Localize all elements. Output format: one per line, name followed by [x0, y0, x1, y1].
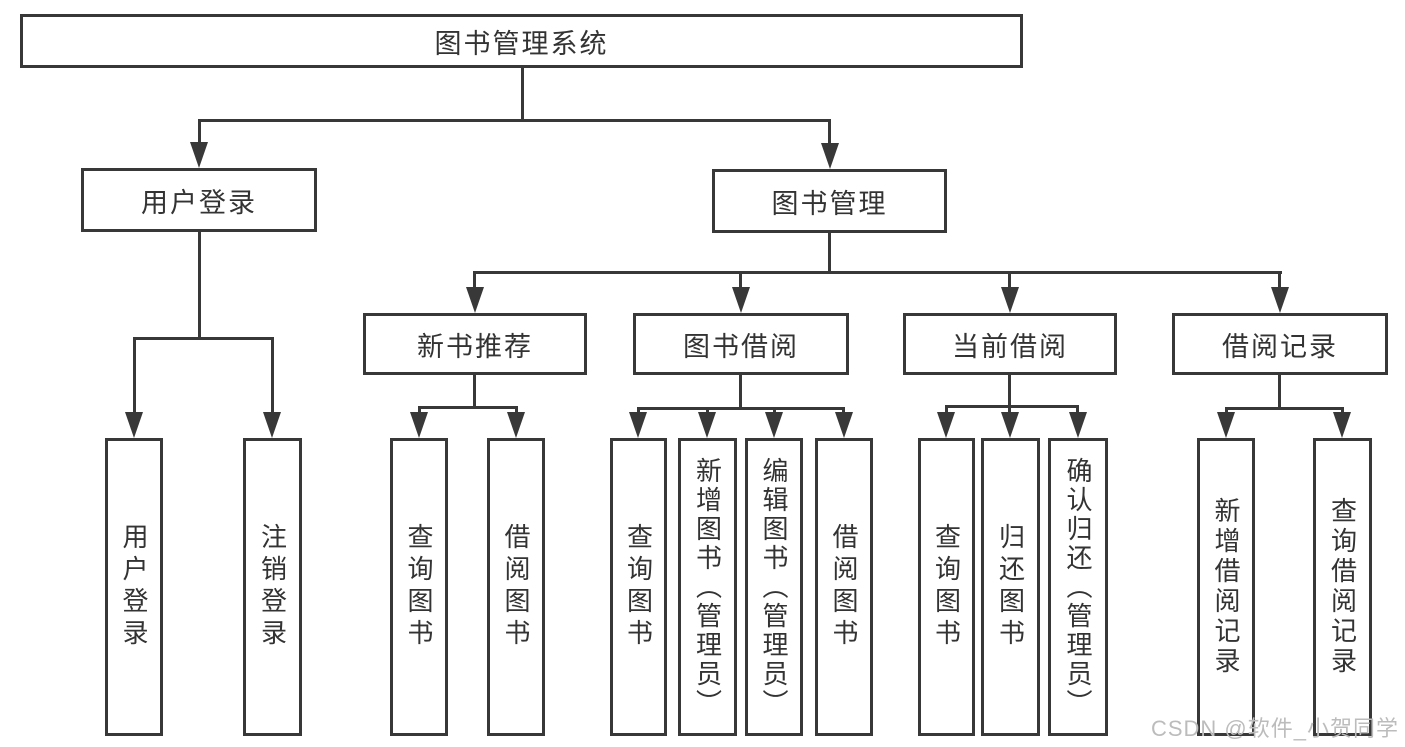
node-query-books-current: 查询图书: [918, 438, 975, 736]
connector-line: [945, 405, 1079, 408]
arrow-down-icon: [507, 412, 525, 438]
arrow-down-icon: [125, 412, 143, 438]
arrow-down-icon: [190, 142, 208, 168]
arrow-down-icon: [1069, 412, 1087, 438]
node-user-login-group: 用户登录: [81, 168, 317, 232]
connector-line: [1278, 375, 1281, 410]
connector-line: [473, 271, 476, 293]
node-current-borrowing: 当前借阅: [903, 313, 1117, 375]
node-library-management-system: 图书管理系统: [20, 14, 1023, 68]
arrow-down-icon: [466, 287, 484, 313]
node-query-books-borrow: 查询图书: [610, 438, 667, 736]
arrow-down-icon: [732, 287, 750, 313]
connector-line: [418, 406, 518, 409]
connector-line: [521, 68, 524, 122]
csdn-watermark: CSDN @软件_小贺同学: [1150, 716, 1399, 741]
connector-line: [1225, 407, 1343, 410]
arrow-down-icon: [698, 412, 716, 438]
connector-line: [739, 271, 742, 293]
arrow-down-icon: [263, 412, 281, 438]
connector-line: [637, 407, 845, 410]
arrow-down-icon: [937, 412, 955, 438]
connector-line: [473, 375, 476, 409]
connector-line: [133, 337, 136, 417]
connector-line: [198, 119, 201, 150]
connector-line: [1278, 271, 1281, 293]
arrow-down-icon: [1271, 287, 1289, 313]
connector-line: [199, 119, 831, 122]
node-return-books: 归还图书: [981, 438, 1040, 736]
connector-line: [1008, 375, 1011, 408]
node-edit-book-admin: 编辑图书（管理员）: [745, 438, 803, 736]
connector-line: [271, 337, 274, 417]
arrow-down-icon: [1001, 412, 1019, 438]
node-borrow-books: 借阅图书: [815, 438, 873, 736]
connector-line: [473, 271, 1282, 274]
node-borrowing-records: 借阅记录: [1172, 313, 1388, 375]
node-new-book-recommendation: 新书推荐: [363, 313, 587, 375]
node-book-borrowing: 图书借阅: [633, 313, 849, 375]
arrow-down-icon: [1333, 412, 1351, 438]
node-borrow-books-recommend: 借阅图书: [487, 438, 545, 736]
arrow-down-icon: [1217, 412, 1235, 438]
arrow-down-icon: [410, 412, 428, 438]
connector-line: [198, 232, 201, 337]
node-confirm-return-admin: 确认归还（管理员）: [1048, 438, 1108, 736]
node-logout: 注销登录: [243, 438, 302, 736]
node-add-borrow-record: 新增借阅记录: [1197, 438, 1255, 736]
arrow-down-icon: [1001, 287, 1019, 313]
arrow-down-icon: [821, 143, 839, 169]
node-query-books-recommend: 查询图书: [390, 438, 448, 736]
arrow-down-icon: [835, 412, 853, 438]
node-add-book-admin: 新增图书（管理员）: [678, 438, 737, 736]
node-user-login: 用户登录: [105, 438, 163, 736]
node-book-management: 图书管理: [712, 169, 947, 233]
arrow-down-icon: [629, 412, 647, 438]
arrow-down-icon: [765, 412, 783, 438]
node-query-borrow-record: 查询借阅记录: [1313, 438, 1372, 736]
connector-line: [1008, 271, 1011, 293]
connector-line: [133, 337, 274, 340]
connector-line: [739, 375, 742, 410]
connector-line: [828, 119, 831, 150]
connector-line: [828, 233, 831, 274]
